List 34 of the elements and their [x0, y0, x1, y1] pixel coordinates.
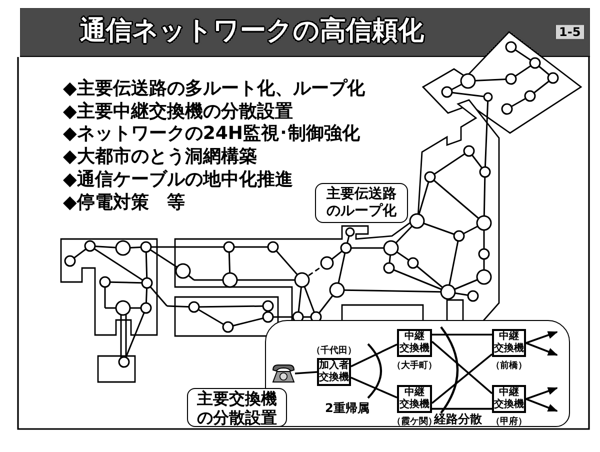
- slide-title: 通信ネットワークの高信頼化: [80, 15, 424, 47]
- exchange-label: 中継交換機: [494, 331, 524, 355]
- arrow: [526, 331, 558, 344]
- arrow: [526, 398, 558, 412]
- annotation-label: 2重帰属: [325, 401, 370, 415]
- connector-line: [431, 354, 493, 404]
- callout-box: [315, 183, 408, 223]
- location-label: （大手町）: [392, 361, 437, 372]
- exchange-label: 中継交換機: [400, 331, 430, 355]
- callout-text: 主要伝送路のループ化: [326, 186, 396, 220]
- bullet-text: ◆主要中継交換機の分散設置: [63, 101, 293, 123]
- bullet-text: ◆停電対策 等: [63, 192, 185, 214]
- bullet-text: ◆主要伝送路の多ルート化、ループ化: [63, 78, 365, 100]
- arrow: [526, 342, 558, 356]
- connector-line: [431, 340, 493, 394]
- callout-text: 主要交換機の分散設置: [197, 388, 277, 426]
- location-label: （千代田）: [312, 346, 356, 357]
- exchange-label: 中継交換機: [400, 387, 430, 411]
- location-label: （甲府）: [491, 417, 527, 428]
- arrow: [526, 387, 558, 400]
- connector-line: [350, 344, 398, 368]
- connector-line: [350, 376, 398, 398]
- connector-line: [432, 334, 492, 336]
- exchange-label: 加入者交換機: [319, 360, 349, 384]
- location-label: （前橋）: [491, 361, 527, 372]
- telephone-icon: [272, 364, 295, 383]
- page-number: 1-5: [556, 25, 584, 39]
- callout-box: [187, 388, 287, 427]
- connector-line: [294, 371, 318, 374]
- connector-line: [432, 408, 492, 410]
- exchange-label: 中継交換機: [494, 387, 524, 411]
- bullet-text: ◆ネットワークの24H監視･制御強化: [63, 123, 360, 145]
- bullet-text: ◆大都市のとう洞網構築: [63, 146, 257, 168]
- bullet-text: ◆通信ケーブルの地中化推進: [63, 169, 293, 191]
